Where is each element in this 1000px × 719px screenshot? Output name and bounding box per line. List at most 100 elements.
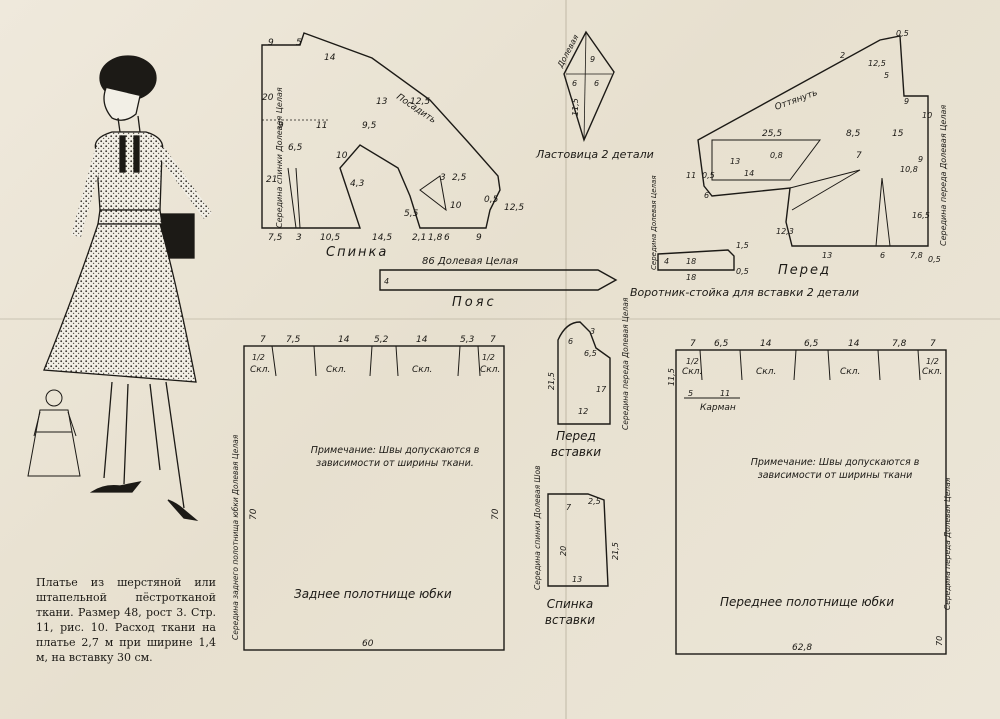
front-bodice-dim: 9 — [904, 97, 909, 106]
back-bodice-dim: 4,3 — [350, 179, 365, 189]
back-bodice-dim: 5,5 — [404, 209, 419, 219]
gusset-grain: Долевая — [555, 33, 580, 70]
front-insert-dim: 3 — [590, 327, 595, 336]
back-skirt-pleat: Скл. — [250, 365, 270, 375]
front-skirt-pleat: Скл. — [682, 367, 702, 377]
back-bodice-dim: 3 — [440, 173, 446, 183]
back-insert-dim: 20 — [559, 546, 568, 556]
front-skirt-top-dim: 6,5 — [714, 339, 729, 349]
back-bodice-dim: 9 — [476, 233, 482, 243]
front-skirt-top-dim: 7 — [690, 339, 696, 349]
front-bodice-dim: 0,5 — [928, 255, 941, 264]
back-skirt-title: Заднее полотнище юбки — [294, 587, 452, 601]
front-insert-dim: 21,5 — [547, 372, 556, 390]
back-skirt-half: 1/2 — [482, 353, 495, 362]
front-skirt-pleat: Скл. — [922, 367, 942, 377]
back-skirt-height: 70 — [249, 508, 259, 520]
front-insert-dim: 6,5 — [584, 349, 597, 358]
front-skirt-top-dim: 14 — [760, 339, 772, 349]
front-skirt-pocket-dim: 11,5 — [667, 368, 676, 386]
collar-piece — [657, 249, 735, 271]
back-skirt-top-dim: 7 — [490, 335, 496, 345]
gusset-dim: 6 — [572, 79, 577, 88]
collar-center-label: Середина Долевая Целая — [650, 175, 658, 270]
back-bodice-dim: 10,5 — [320, 233, 340, 243]
back-insert-dim: 7 — [566, 503, 572, 512]
back-bodice-dim: 1,8 — [428, 233, 443, 243]
back-skirt-pleat: Скл. — [412, 365, 432, 375]
back-insert-dim: 21,5 — [611, 542, 620, 560]
front-insert-piece — [557, 321, 611, 425]
back-skirt-top-dim: 14 — [416, 335, 428, 345]
front-insert-center-label: Середина переда Долевая Целая — [621, 297, 630, 430]
collar-dim: 0,5 — [736, 267, 749, 276]
back-bodice-dim: 10 — [450, 201, 462, 211]
back-bodice-dim: 7,5 — [268, 233, 283, 243]
front-bodice-dim: 0,8 — [770, 151, 783, 160]
front-insert-dim: 17 — [596, 385, 607, 394]
back-skirt-note: Примечание: Швы допускаются в зависимост… — [310, 445, 480, 469]
back-bodice-piece — [261, 32, 501, 229]
front-insert-dim: 12 — [578, 407, 588, 416]
back-bodice-dim: 10 — [336, 151, 348, 161]
front-skirt-pleat: Скл. — [756, 367, 776, 377]
front-bodice-dim: 0,5 — [896, 29, 909, 38]
collar-dim: 1,5 — [736, 241, 749, 250]
gusset-piece — [563, 30, 615, 143]
front-skirt-pocket: Карман — [700, 403, 736, 413]
front-skirt-panel — [675, 349, 947, 655]
front-skirt-pocket-dim: 11 — [720, 389, 730, 398]
front-bodice-dim: 14 — [744, 169, 754, 178]
belt-end-dim: 4 — [384, 277, 389, 286]
back-bodice-dim: 5 — [296, 38, 302, 48]
front-bodice-dim: 10 — [922, 111, 932, 120]
front-skirt-height: 70 — [935, 636, 944, 646]
front-skirt-half: 1/2 — [686, 357, 699, 366]
paper-fold-horizontal — [0, 318, 1000, 320]
back-bodice-dim: 6,5 — [288, 143, 303, 153]
back-skirt-top-dim: 5,3 — [460, 335, 475, 345]
back-bodice-dim: 12,5 — [410, 97, 430, 107]
back-insert-piece — [547, 493, 609, 587]
back-bodice-dim: 13 — [376, 97, 388, 107]
back-skirt-top-dim: 7,5 — [286, 335, 301, 345]
front-skirt-top-dim: 7 — [930, 339, 936, 349]
garment-caption: Платье из шерстяной или штапельной пёстр… — [36, 576, 216, 664]
front-bodice-dim: 8,5 — [846, 129, 861, 139]
collar-dim: 18 — [686, 273, 696, 282]
back-bodice-dim: 2,5 — [452, 173, 467, 183]
back-skirt-pleat: Скл. — [480, 365, 500, 375]
front-center-label: Середина переда Долевая Целая — [939, 105, 948, 246]
belt-piece — [379, 269, 618, 291]
back-view-thumbnail — [27, 389, 81, 477]
back-bodice-dim: 0,5 — [484, 195, 499, 205]
front-bodice-dim: 16,5 — [912, 211, 930, 220]
front-skirt-pleat: Скл. — [840, 367, 860, 377]
front-bodice-dim: 5 — [884, 71, 889, 80]
back-center-label: Середина спинки Долевая Целая — [275, 87, 284, 228]
back-bodice-dim: 20 — [262, 93, 274, 103]
front-bodice-dim: 7,8 — [910, 251, 923, 260]
back-skirt-top-dim: 7 — [260, 335, 266, 345]
back-skirt-center-label: Середина заднего полотнища юбки Долевая … — [231, 434, 240, 640]
front-skirt-note: Примечание: Швы допускаются в зависимост… — [750, 457, 920, 481]
back-bodice-dim: 21 — [266, 175, 277, 185]
front-bodice-dim: 11 — [686, 171, 696, 180]
back-bodice-dim: 14 — [324, 53, 336, 63]
back-insert-dim: 2,5 — [588, 497, 601, 506]
back-bodice-dim: 6 — [444, 233, 450, 243]
front-bodice-dim: 2 — [840, 51, 845, 60]
gusset-title: Ластовица 2 детали — [535, 148, 654, 161]
front-bodice-dim: 6 — [704, 191, 709, 200]
front-bodice-dim: 6 — [880, 251, 885, 260]
dress-illustration — [43, 55, 213, 522]
front-bodice-dim: 0,5 — [702, 171, 715, 180]
front-bodice-dim: 7 — [856, 151, 862, 161]
back-bodice-dim: 3 — [296, 233, 302, 243]
front-stretch-label: Оттянуть — [774, 88, 819, 113]
back-skirt-panel — [243, 345, 505, 651]
front-skirt-top-dim: 14 — [848, 339, 860, 349]
back-skirt-height-right: 70 — [491, 508, 501, 520]
